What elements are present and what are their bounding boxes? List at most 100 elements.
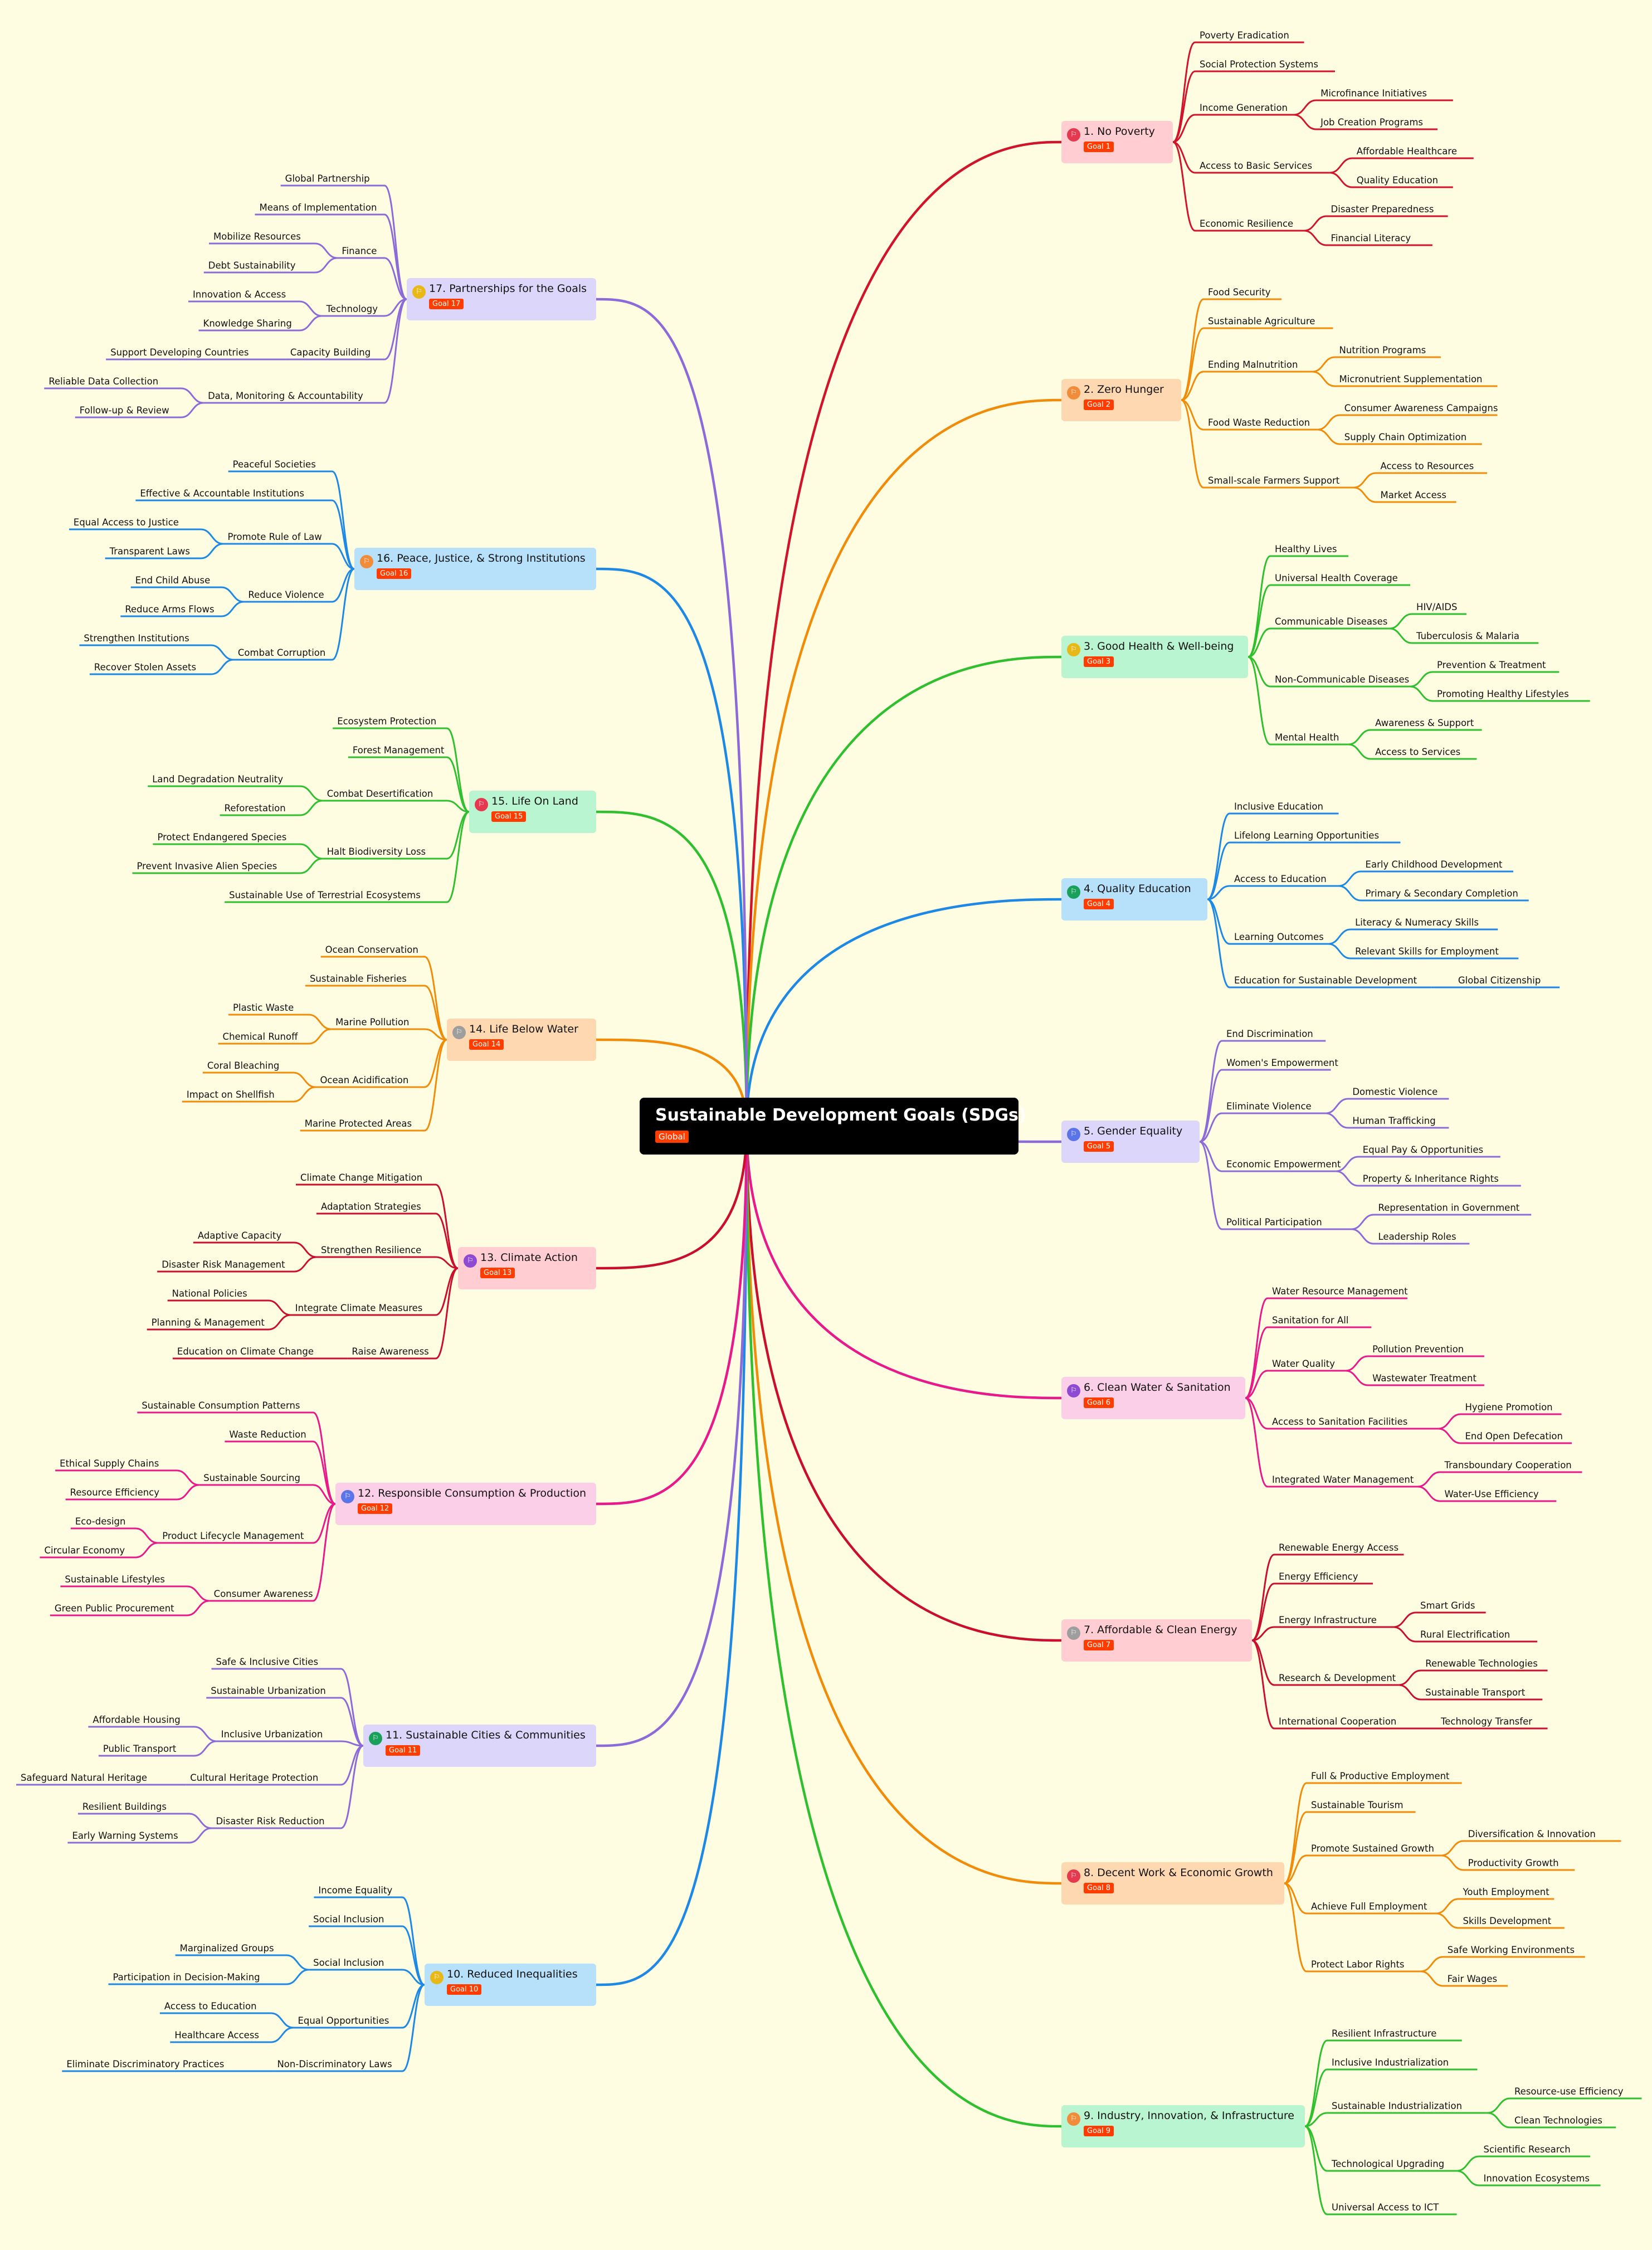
subtopic-node[interactable]: Reforestation bbox=[224, 803, 286, 814]
subtopic-node[interactable]: Transboundary Cooperation bbox=[1444, 1460, 1572, 1470]
subtopic-node[interactable]: Skills Development bbox=[1463, 1916, 1552, 1926]
topic-node[interactable]: Reduce Violence bbox=[248, 590, 324, 600]
topic-node[interactable]: End Discrimination bbox=[1226, 1029, 1313, 1039]
topic-node[interactable]: Effective & Accountable Institutions bbox=[140, 488, 304, 499]
subtopic-node[interactable]: Affordable Healthcare bbox=[1356, 146, 1457, 157]
subtopic-node[interactable]: Domestic Violence bbox=[1352, 1087, 1438, 1097]
subtopic-node[interactable]: Access to Resources bbox=[1380, 461, 1474, 471]
subtopic-node[interactable]: Micronutrient Supplementation bbox=[1339, 374, 1483, 384]
subtopic-node[interactable]: Impact on Shellfish bbox=[186, 1089, 275, 1100]
topic-node[interactable]: Achieve Full Employment bbox=[1311, 1901, 1427, 1912]
topic-node[interactable]: Halt Biodiversity Loss bbox=[326, 846, 426, 857]
topic-node[interactable]: Sustainable Tourism bbox=[1311, 1800, 1404, 1810]
subtopic-node[interactable]: Healthcare Access bbox=[174, 2030, 260, 2040]
subtopic-node[interactable]: Eco-design bbox=[75, 1516, 126, 1527]
topic-node[interactable]: Poverty Eradication bbox=[1200, 30, 1289, 41]
subtopic-node[interactable]: Early Childhood Development bbox=[1365, 859, 1503, 870]
goal-node-11[interactable]: ⚐ 11. Sustainable Cities & Communities G… bbox=[363, 1725, 596, 1767]
subtopic-node[interactable]: Green Public Procurement bbox=[54, 1603, 174, 1614]
subtopic-node[interactable]: Representation in Government bbox=[1378, 1202, 1520, 1213]
subtopic-node[interactable]: Literacy & Numeracy Skills bbox=[1355, 917, 1479, 928]
topic-node[interactable]: Marine Protected Areas bbox=[304, 1118, 412, 1129]
topic-node[interactable]: Marine Pollution bbox=[335, 1017, 410, 1027]
subtopic-node[interactable]: Coral Bleaching bbox=[207, 1060, 280, 1071]
subtopic-node[interactable]: Reduce Arms Flows bbox=[125, 604, 215, 615]
topic-node[interactable]: Water Quality bbox=[1272, 1358, 1335, 1369]
goal-node-6[interactable]: ⚐ 6. Clean Water & Sanitation Goal 6 bbox=[1061, 1377, 1245, 1419]
central-topic[interactable]: Sustainable Development Goals (SDGs) Glo… bbox=[640, 1098, 1026, 1155]
goal-node-9[interactable]: ⚐ 9. Industry, Innovation, & Infrastruct… bbox=[1061, 2105, 1305, 2147]
topic-node[interactable]: Social Inclusion bbox=[313, 1957, 384, 1968]
subtopic-node[interactable]: Relevant Skills for Employment bbox=[1355, 946, 1499, 957]
subtopic-node[interactable]: Innovation Ecosystems bbox=[1483, 2173, 1590, 2184]
subtopic-node[interactable]: Equal Pay & Opportunities bbox=[1362, 1145, 1484, 1155]
topic-node[interactable]: Inclusive Urbanization bbox=[221, 1729, 323, 1740]
topic-node[interactable]: Technology bbox=[326, 304, 378, 314]
topic-node[interactable]: Product Lifecycle Management bbox=[162, 1531, 304, 1541]
subtopic-node[interactable]: Microfinance Initiatives bbox=[1320, 88, 1427, 99]
subtopic-node[interactable]: Education on Climate Change bbox=[177, 1346, 314, 1357]
goal-node-2[interactable]: ⚐ 2. Zero Hunger Goal 2 bbox=[1061, 379, 1181, 421]
subtopic-node[interactable]: Wastewater Treatment bbox=[1372, 1373, 1476, 1384]
subtopic-node[interactable]: Prevent Invasive Alien Species bbox=[137, 861, 277, 871]
topic-node[interactable]: Integrate Climate Measures bbox=[295, 1303, 423, 1313]
subtopic-node[interactable]: Quality Education bbox=[1356, 175, 1439, 186]
topic-node[interactable]: Full & Productive Employment bbox=[1311, 1771, 1450, 1781]
topic-node[interactable]: Equal Opportunities bbox=[298, 2015, 389, 2026]
subtopic-node[interactable]: Water-Use Efficiency bbox=[1444, 1489, 1539, 1499]
topic-node[interactable]: Universal Health Coverage bbox=[1275, 573, 1398, 583]
subtopic-node[interactable]: Renewable Technologies bbox=[1425, 1658, 1538, 1669]
subtopic-node[interactable]: Property & Inheritance Rights bbox=[1362, 1173, 1499, 1184]
topic-node[interactable]: Access to Basic Services bbox=[1200, 160, 1313, 171]
topic-node[interactable]: Inclusive Education bbox=[1234, 801, 1323, 812]
subtopic-node[interactable]: Technology Transfer bbox=[1441, 1716, 1533, 1727]
subtopic-node[interactable]: Smart Grids bbox=[1420, 1600, 1475, 1611]
topic-node[interactable]: Consumer Awareness bbox=[213, 1589, 313, 1599]
subtopic-node[interactable]: Marginalized Groups bbox=[179, 1943, 274, 1954]
topic-node[interactable]: Communicable Diseases bbox=[1275, 616, 1388, 627]
goal-node-14[interactable]: ⚐ 14. Life Below Water Goal 14 bbox=[447, 1019, 596, 1061]
topic-node[interactable]: Raise Awareness bbox=[352, 1346, 429, 1357]
subtopic-node[interactable]: Supply Chain Optimization bbox=[1344, 432, 1467, 442]
subtopic-node[interactable]: Access to Services bbox=[1375, 747, 1461, 757]
subtopic-node[interactable]: Sustainable Transport bbox=[1425, 1687, 1526, 1698]
topic-node[interactable]: Ecosystem Protection bbox=[337, 716, 437, 727]
topic-node[interactable]: Combat Desertification bbox=[326, 788, 433, 799]
subtopic-node[interactable]: Consumer Awareness Campaigns bbox=[1344, 403, 1498, 413]
subtopic-node[interactable]: Protect Endangered Species bbox=[157, 832, 287, 842]
subtopic-node[interactable]: Reliable Data Collection bbox=[48, 376, 159, 387]
topic-node[interactable]: Universal Access to ICT bbox=[1332, 2202, 1439, 2213]
topic-node[interactable]: Integrated Water Management bbox=[1272, 1474, 1414, 1485]
topic-node[interactable]: Ocean Conservation bbox=[325, 944, 418, 955]
topic-node[interactable]: Political Participation bbox=[1226, 1217, 1322, 1228]
subtopic-node[interactable]: End Open Defecation bbox=[1465, 1431, 1563, 1441]
subtopic-node[interactable]: Debt Sustainability bbox=[208, 260, 296, 271]
topic-node[interactable]: Non-Communicable Diseases bbox=[1275, 674, 1410, 685]
topic-node[interactable]: Income Generation bbox=[1200, 103, 1288, 113]
topic-node[interactable]: Healthy Lives bbox=[1275, 544, 1337, 554]
topic-node[interactable]: Women's Empowerment bbox=[1226, 1058, 1338, 1068]
subtopic-node[interactable]: Human Trafficking bbox=[1352, 1116, 1436, 1126]
subtopic-node[interactable]: Chemical Runoff bbox=[222, 1031, 298, 1042]
topic-node[interactable]: Inclusive Industrialization bbox=[1332, 2057, 1449, 2068]
topic-node[interactable]: Sustainable Use of Terrestrial Ecosystem… bbox=[229, 890, 421, 900]
subtopic-node[interactable]: Sustainable Lifestyles bbox=[65, 1574, 165, 1585]
topic-node[interactable]: Access to Education bbox=[1234, 874, 1327, 884]
subtopic-node[interactable]: Financial Literacy bbox=[1331, 233, 1411, 243]
subtopic-node[interactable]: Disaster Preparedness bbox=[1331, 204, 1434, 215]
topic-node[interactable]: Capacity Building bbox=[290, 347, 371, 358]
goal-node-8[interactable]: ⚐ 8. Decent Work & Economic Growth Goal … bbox=[1061, 1862, 1284, 1905]
subtopic-node[interactable]: End Child Abuse bbox=[135, 575, 211, 586]
topic-node[interactable]: Small-scale Farmers Support bbox=[1208, 475, 1340, 486]
subtopic-node[interactable]: Safe Working Environments bbox=[1447, 1945, 1575, 1955]
topic-node[interactable]: Ending Malnutrition bbox=[1208, 359, 1298, 370]
subtopic-node[interactable]: Resource-use Efficiency bbox=[1514, 2086, 1624, 2097]
topic-node[interactable]: Means of Implementation bbox=[259, 202, 377, 213]
subtopic-node[interactable]: Productivity Growth bbox=[1468, 1858, 1559, 1868]
goal-node-12[interactable]: ⚐ 12. Responsible Consumption & Producti… bbox=[335, 1483, 596, 1525]
subtopic-node[interactable]: National Policies bbox=[172, 1288, 247, 1299]
subtopic-node[interactable]: Planning & Management bbox=[151, 1317, 265, 1328]
topic-node[interactable]: Food Security bbox=[1208, 287, 1271, 298]
goal-node-17[interactable]: ⚐ 17. Partnerships for the Goals Goal 17 bbox=[407, 278, 596, 320]
subtopic-node[interactable]: Rural Electrification bbox=[1420, 1629, 1510, 1640]
